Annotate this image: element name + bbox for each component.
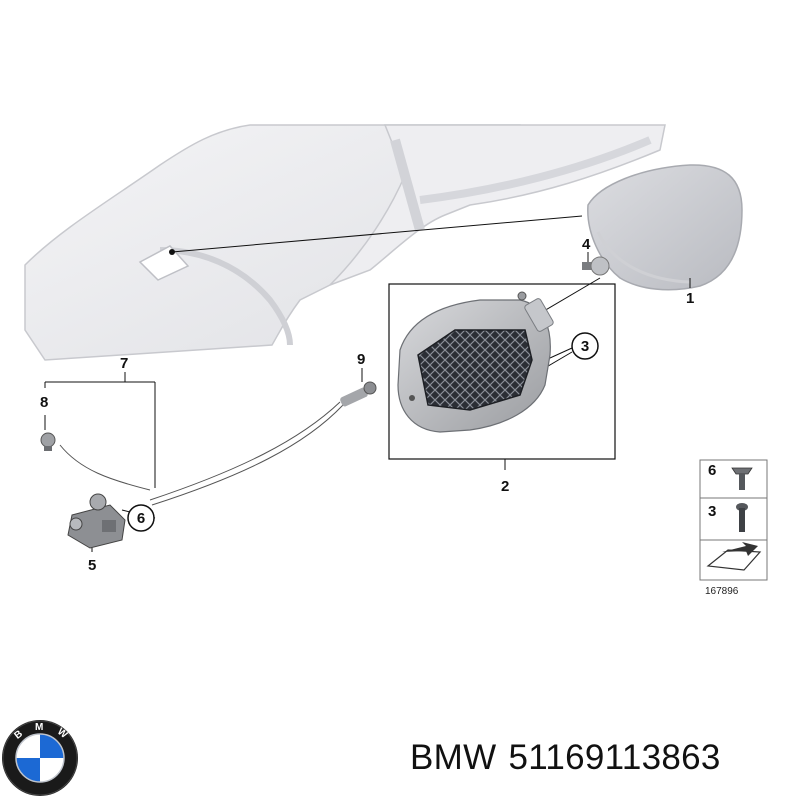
bowden-cable <box>59 401 344 506</box>
legend-screw-6-icon <box>731 467 753 490</box>
filler-housing <box>397 291 554 433</box>
detail-frame-part-2 <box>388 283 616 460</box>
callout-numbers: 1 2 4 5 7 8 9 <box>40 236 694 574</box>
callout-5: 5 <box>88 557 96 574</box>
svg-text:M: M <box>35 722 43 733</box>
callout-7: 7 <box>120 355 128 372</box>
clip-part-8 <box>40 432 56 451</box>
body-side-panel <box>24 124 666 361</box>
legend-label-3: 3 <box>708 503 716 520</box>
callout-8: 8 <box>40 394 48 411</box>
legend-arrow-icon <box>706 542 762 571</box>
callout-9: 9 <box>357 351 365 368</box>
brand-name: BMW <box>410 738 497 777</box>
callout-1: 1 <box>686 290 694 307</box>
callout-2: 2 <box>501 478 509 495</box>
callout-4: 4 <box>582 236 591 253</box>
hardware-legend: 6 3 167896 <box>699 459 768 597</box>
fuel-filler-flap <box>587 164 743 291</box>
brand-part-caption: BMW 51169113863 <box>410 738 733 778</box>
legend-screw-3-icon <box>736 503 748 532</box>
cable-sleeve-part-9 <box>340 381 377 407</box>
catalog-number: 167896 <box>705 586 739 597</box>
legend-label-6: 6 <box>708 462 716 479</box>
screw-part-4 <box>582 256 610 276</box>
callout-circle-3: 3 <box>571 332 599 360</box>
part-number: 51169113863 <box>508 738 721 777</box>
actuator-part-5 <box>67 493 126 549</box>
bmw-logo: B M W <box>2 720 78 796</box>
callout-6: 6 <box>137 510 145 527</box>
callout-3: 3 <box>581 338 589 355</box>
callout-circle-6: 6 <box>127 504 155 532</box>
